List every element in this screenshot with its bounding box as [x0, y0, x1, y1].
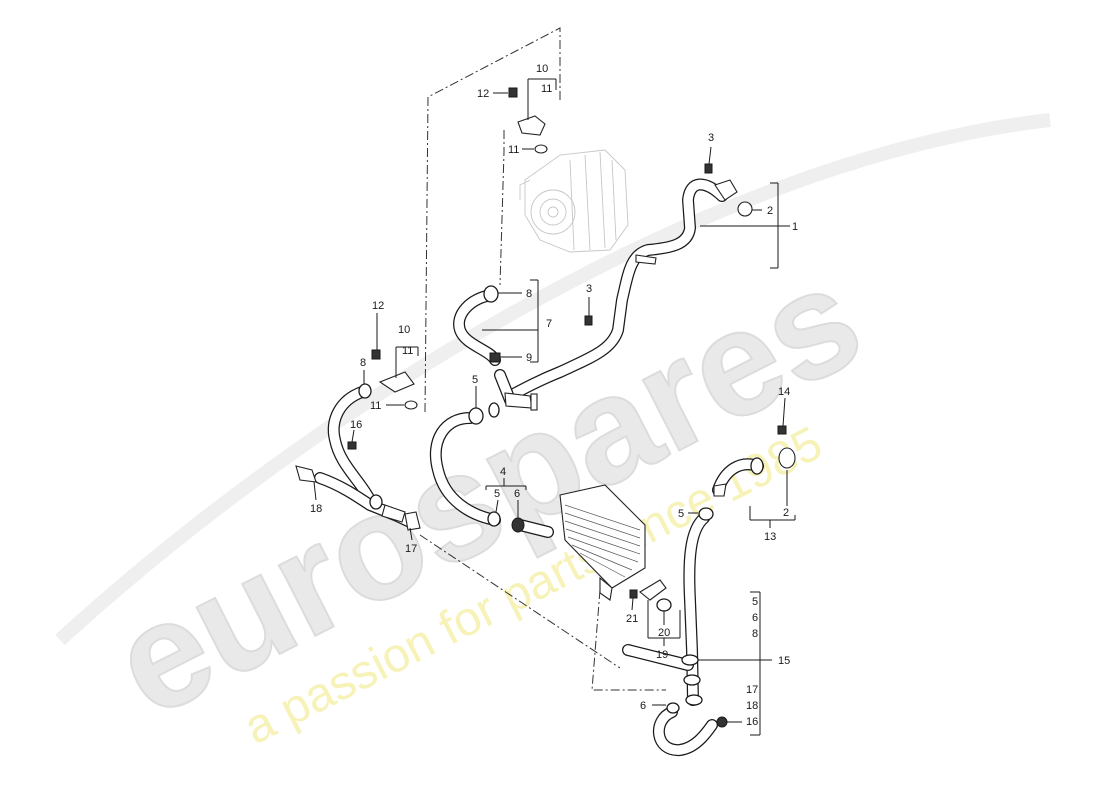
- part-number-label: 10: [536, 63, 548, 75]
- part-number-label: 13: [764, 531, 776, 543]
- part-number-label: 9: [526, 352, 532, 364]
- watermark: eurospares a passion for parts since 198…: [55, 113, 1051, 755]
- leader-lines: [313, 78, 796, 736]
- part-number-label: 16: [350, 419, 362, 431]
- part-number-label: 6: [752, 612, 758, 624]
- part-number-label: 11: [508, 144, 519, 156]
- part-number-label: 6: [640, 700, 646, 712]
- reference-lines: [419, 27, 666, 691]
- part-number-label: 5: [678, 508, 684, 520]
- part-number-labels: 10 11 12 11 3 2 1 8 3 7 9 12 10 11 8 11 …: [310, 63, 798, 728]
- part-number-label: 12: [372, 300, 384, 312]
- part-number-label: 8: [360, 357, 366, 369]
- part-number-label: 15: [778, 655, 790, 667]
- part-number-label: 18: [746, 700, 758, 712]
- oil-cooler: [559, 484, 646, 601]
- part-number-label: 7: [546, 318, 552, 330]
- part-number-label: 17: [746, 684, 758, 696]
- part-number-label: 10: [398, 324, 410, 336]
- part-number-label: 14: [778, 386, 790, 398]
- part-number-label: 16: [746, 716, 758, 728]
- part-number-label: 8: [526, 288, 532, 300]
- part-number-label: 5: [472, 374, 478, 386]
- part-number-label: 17: [405, 543, 417, 555]
- part-number-label: 11: [370, 400, 381, 412]
- part-number-label: 5: [494, 488, 500, 500]
- clamps-and-fittings: [295, 87, 796, 728]
- part-number-label: 1: [792, 221, 798, 233]
- part-number-label: 3: [708, 132, 714, 144]
- part-number-label: 12: [477, 88, 489, 100]
- part-number-label: 11: [541, 83, 552, 95]
- alternator: [519, 149, 629, 253]
- part-number-label: 18: [310, 503, 322, 515]
- part-number-label: 19: [656, 649, 668, 661]
- part-number-label: 8: [752, 628, 758, 640]
- part-number-label: 4: [500, 466, 506, 478]
- part-number-label: 2: [783, 507, 789, 519]
- part-number-label: 3: [586, 283, 592, 295]
- part-number-label: 5: [752, 596, 758, 608]
- part-number-label: 20: [658, 627, 670, 639]
- part-number-label: 6: [514, 488, 520, 500]
- part-number-label: 21: [626, 613, 638, 625]
- part-number-label: 2: [767, 205, 773, 217]
- part-number-label: 11: [402, 345, 413, 357]
